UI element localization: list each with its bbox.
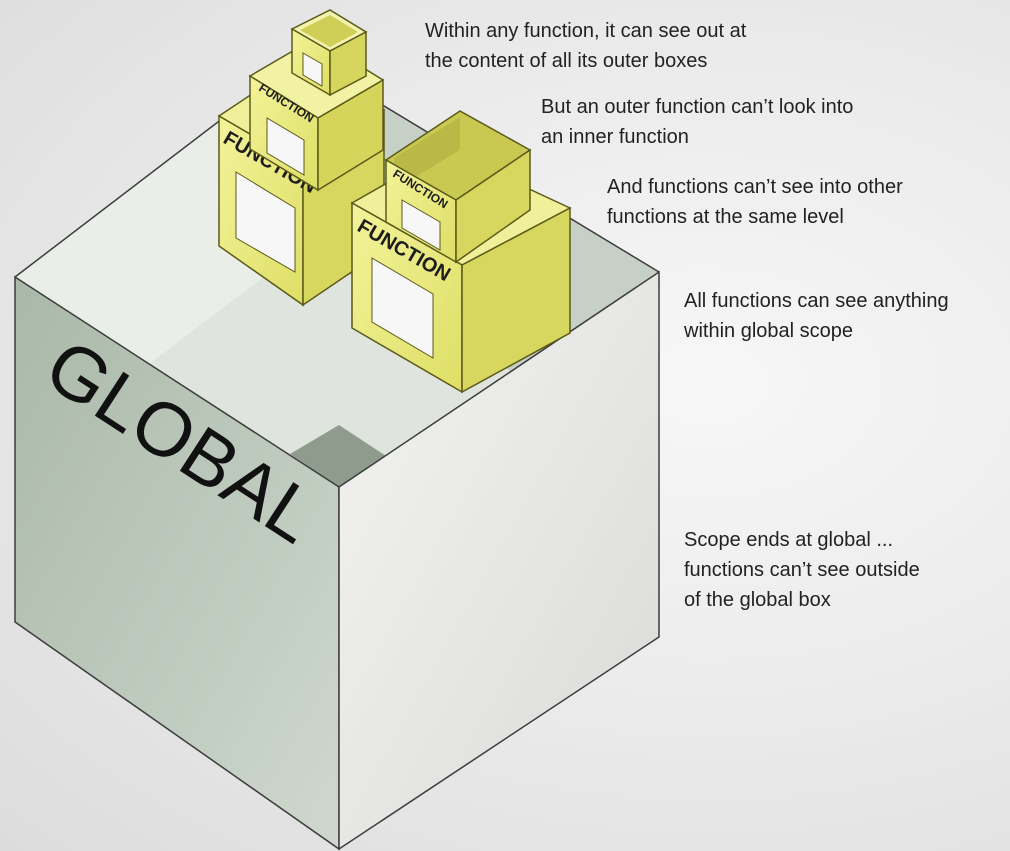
note-line: within global scope bbox=[684, 320, 853, 342]
note-line: the content of all its outer boxes bbox=[425, 50, 708, 72]
global-front-right-face bbox=[338, 270, 660, 851]
note-line: Scope ends at global ... bbox=[684, 529, 894, 551]
function-box-left-inner-side bbox=[329, 30, 367, 97]
function-box-left-outer-window bbox=[235, 171, 296, 273]
note-line: an inner function bbox=[541, 126, 689, 148]
note-see-outer-boxes: Within any function, it can see out at t… bbox=[425, 16, 746, 76]
right-function-stack: FUNCTION FUNCTION bbox=[350, 110, 572, 394]
function-box-right-inner-back bbox=[394, 117, 460, 190]
function-box-left-inner-opening bbox=[300, 15, 358, 47]
note-line: All functions can see anything bbox=[684, 290, 949, 312]
function-box-right-inner-side bbox=[455, 148, 531, 264]
note-line: And functions can’t see into other bbox=[607, 176, 903, 198]
function-box-left-middle-window bbox=[266, 117, 305, 176]
note-line: of the global box bbox=[684, 589, 831, 611]
function-box-left-inner bbox=[290, 9, 368, 97]
note-line: functions can’t see outside bbox=[684, 559, 920, 581]
note-line: But an outer function can’t look into bbox=[541, 96, 854, 118]
left-function-stack: FUNCTION FUNCTION bbox=[217, 9, 386, 307]
note-line: Within any function, it can see out at bbox=[425, 20, 747, 42]
note-outer-cant-look-in: But an outer function can’t look into an… bbox=[541, 92, 853, 152]
note-global-scope: All functions can see anything within gl… bbox=[684, 286, 949, 346]
function-box-right-inner-window bbox=[401, 199, 441, 251]
function-box-right-inner: FUNCTION bbox=[384, 110, 532, 264]
note-scope-ends: Scope ends at global ... functions can’t… bbox=[684, 525, 920, 615]
function-box-left-inner-window bbox=[302, 52, 323, 87]
function-box-left-middle-side bbox=[317, 78, 384, 192]
note-line: functions at the same level bbox=[607, 206, 844, 228]
function-box-right-outer-side bbox=[461, 206, 571, 394]
note-same-level: And functions can’t see into other funct… bbox=[607, 172, 903, 232]
function-box-right-outer-window bbox=[371, 257, 434, 359]
